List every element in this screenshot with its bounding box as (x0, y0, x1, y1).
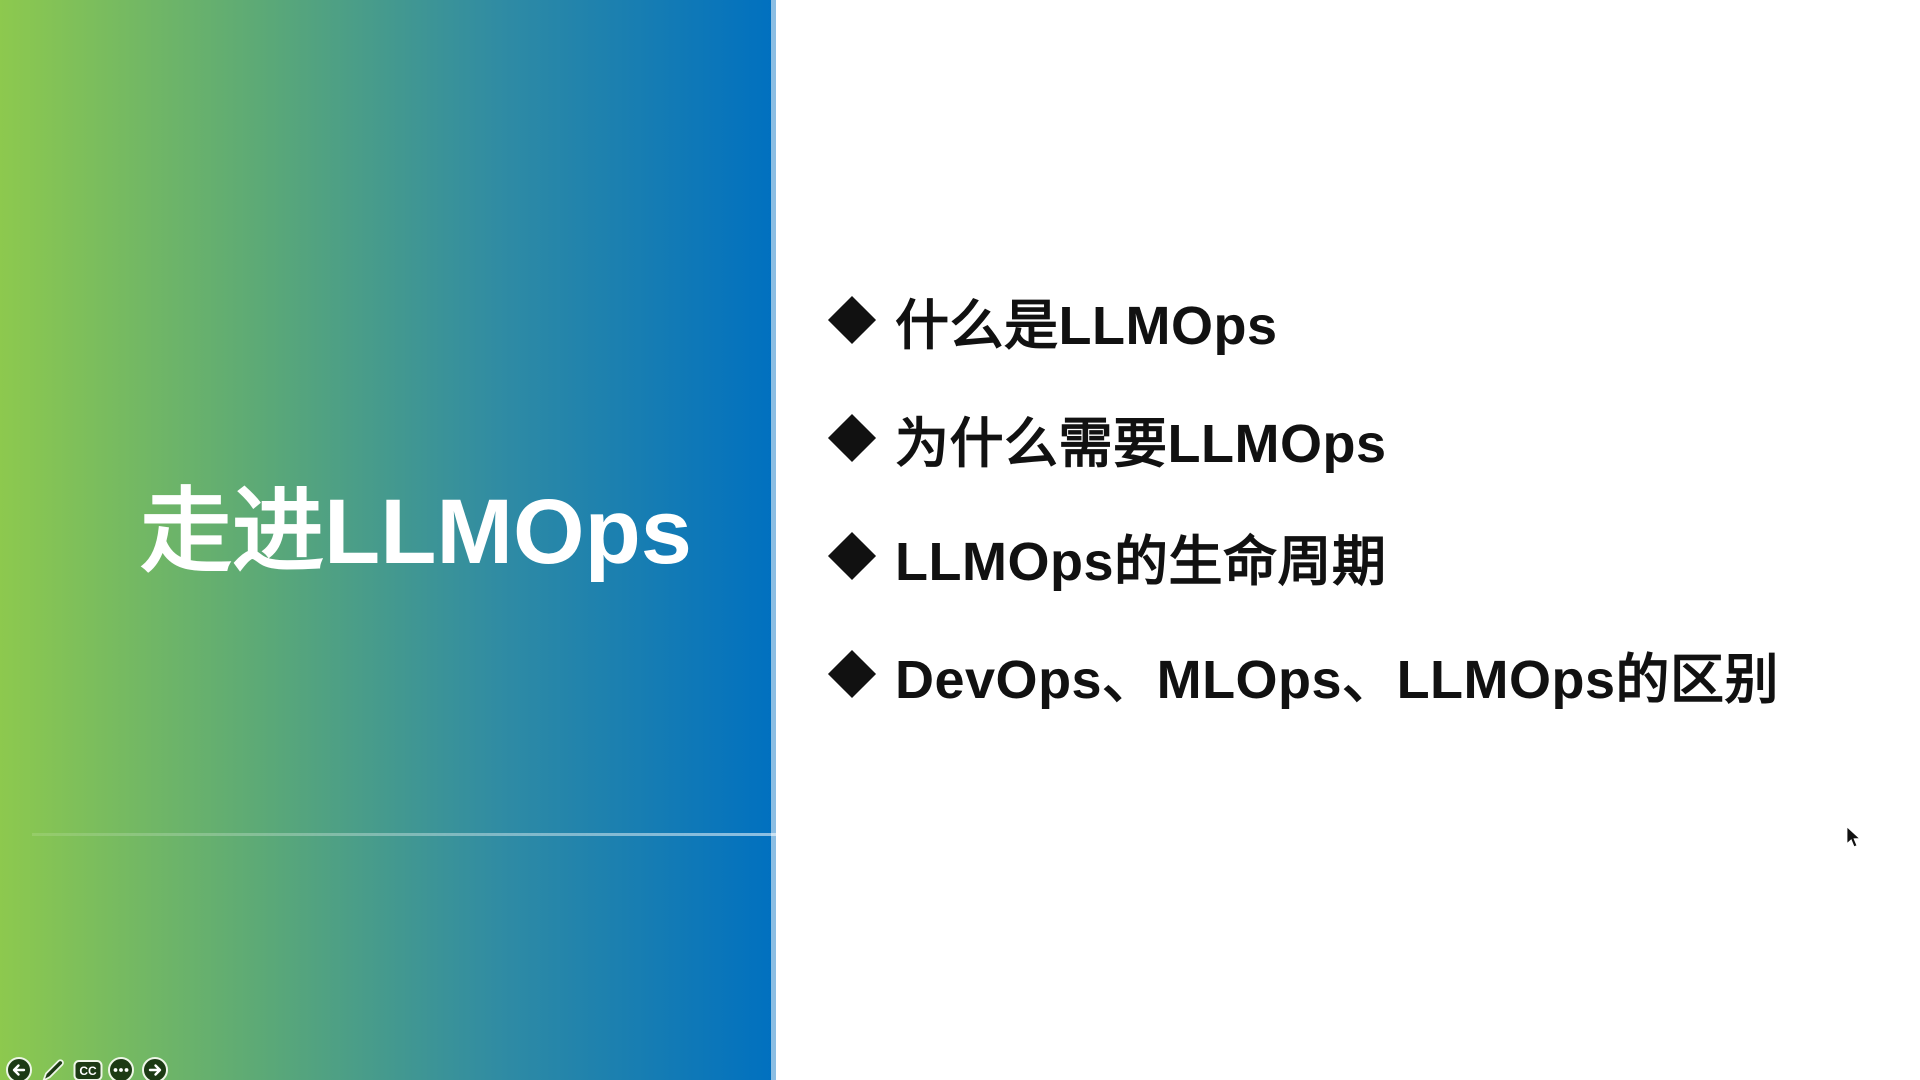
panel-divider-line (32, 833, 776, 836)
panel-edge-highlight (771, 0, 776, 1080)
player-controls: CC (5, 1056, 175, 1080)
title-panel: 走进LLMOps (0, 0, 776, 1080)
agenda-item: 为什么需要LLMOps (827, 401, 1779, 475)
annotate-button[interactable] (39, 1056, 67, 1080)
agenda-item: 什么是LLMOps (827, 283, 1779, 357)
next-button[interactable] (141, 1056, 169, 1080)
pencil-icon (39, 1056, 67, 1080)
diamond-bullet-icon (827, 413, 877, 463)
more-button[interactable] (107, 1056, 135, 1080)
agenda-item-text: 为什么需要LLMOps (895, 413, 1387, 474)
agenda-item: DevOps、MLOps、LLMOps的区别 (827, 637, 1780, 711)
agenda-list: 什么是LLMOps 为什么需要LLMOps LLMOps的生命周期 DevOps… (827, 283, 1780, 755)
slide-title: 走进LLMOps (140, 481, 692, 583)
ellipsis-icon (107, 1056, 135, 1080)
diamond-bullet-icon (827, 295, 877, 345)
diamond-bullet-icon (827, 649, 877, 699)
cc-label: CC (79, 1064, 97, 1078)
mouse-cursor-icon (1846, 826, 1861, 849)
cc-icon: CC (73, 1056, 103, 1080)
arrow-left-circle-icon (5, 1056, 33, 1080)
agenda-item-text: DevOps、MLOps、LLMOps的区别 (895, 649, 1780, 710)
diamond-bullet-icon (827, 531, 877, 581)
agenda-item-text: LLMOps的生命周期 (895, 531, 1387, 592)
arrow-right-circle-icon (141, 1056, 169, 1080)
agenda-item-text: 什么是LLMOps (895, 295, 1278, 356)
captions-button[interactable]: CC (73, 1056, 103, 1080)
agenda-item: LLMOps的生命周期 (827, 519, 1779, 593)
previous-button[interactable] (5, 1056, 33, 1080)
